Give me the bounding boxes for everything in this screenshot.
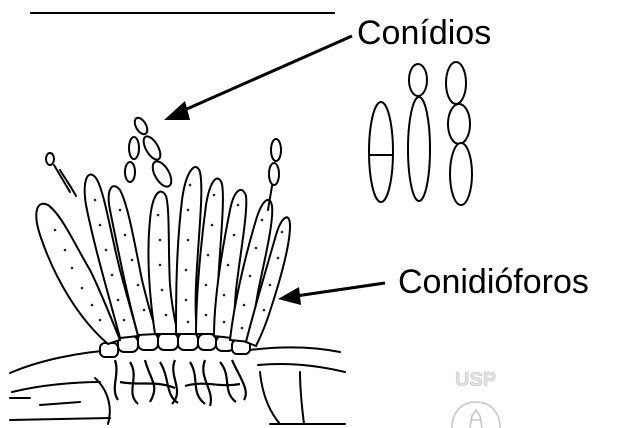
conidium-chain-two (408, 64, 430, 201)
host-tissue (10, 347, 345, 424)
arrow-to-conidia (164, 36, 352, 120)
usp-logo: USP (452, 369, 500, 428)
hyphae (115, 360, 246, 406)
usp-logo-text: USP (455, 369, 496, 391)
conidium-chain-three (446, 62, 472, 205)
label-conidia: Conídios (357, 14, 491, 52)
label-conidiophores: Conidióforos (398, 263, 589, 301)
usp-logo-emblem (470, 410, 482, 428)
arrow-to-conidiophores (278, 283, 385, 305)
conidium-single-septate (369, 102, 393, 202)
conidiophore (148, 192, 178, 334)
